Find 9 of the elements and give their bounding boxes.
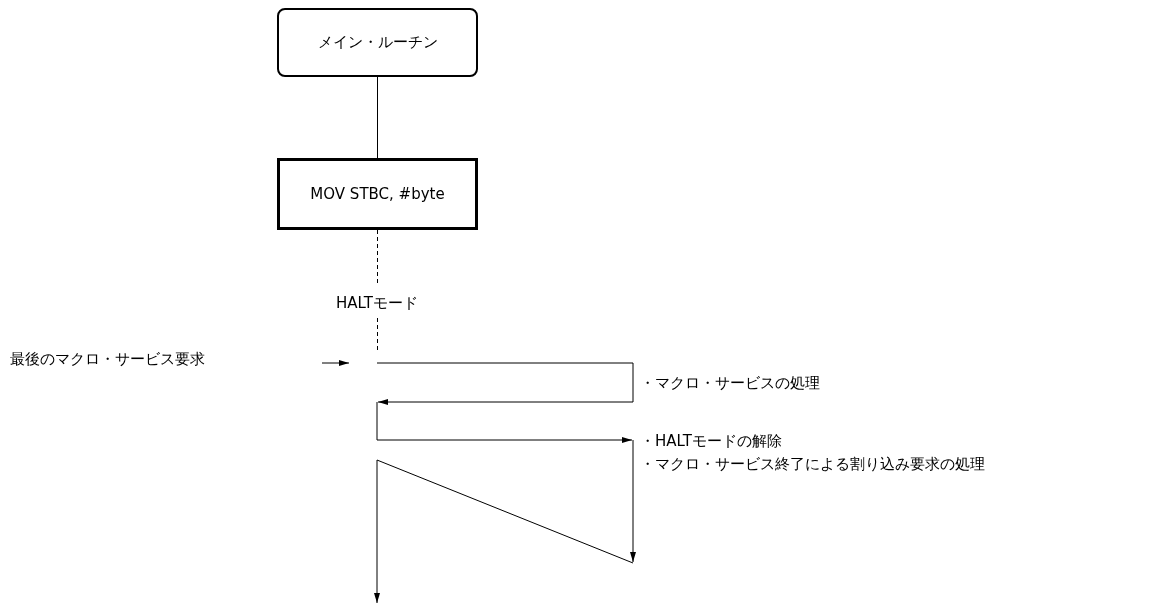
mode-label: HALTモード xyxy=(336,294,418,312)
dashed-line xyxy=(377,229,378,351)
note-text: ・マクロ・サービス終了による割り込み要求の処理 xyxy=(640,455,985,473)
connector-line xyxy=(377,76,378,159)
routine-box: メイン・ルーチン xyxy=(277,8,478,77)
note-text: ・マクロ・サービスの処理 xyxy=(640,374,820,392)
instruction-box: MOV STBC, #byte xyxy=(277,158,478,230)
note-text: ・HALTモードの解除 xyxy=(640,432,782,450)
event-label: 最後のマクロ・サービス要求 xyxy=(10,350,205,368)
